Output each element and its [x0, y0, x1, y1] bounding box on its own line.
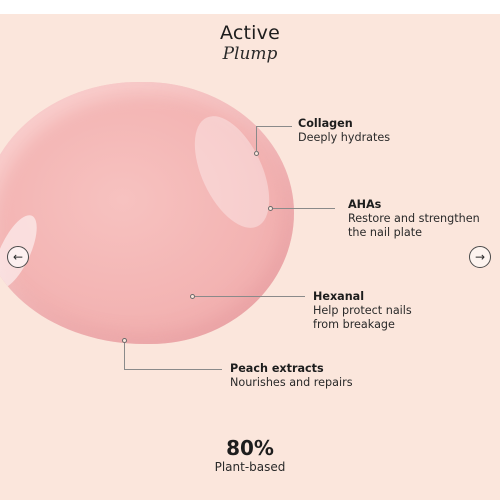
arrow-right-icon: →: [474, 250, 486, 264]
top-strip: [0, 0, 500, 14]
callout-peach: Peach extracts Nourishes and repairs: [230, 362, 353, 390]
callout-line-hexanal: [195, 296, 305, 297]
callout-title: Collagen: [298, 117, 353, 130]
stat-value: 80%: [226, 436, 274, 460]
callout-dot-ahas: [268, 206, 273, 211]
callout-title: Hexanal: [313, 290, 365, 303]
callout-collagen: Collagen Deeply hydrates: [298, 117, 390, 145]
callout-line-peach: [124, 343, 125, 369]
callout-text: Nourishes and repairs: [230, 376, 353, 389]
product-texture-image: [0, 82, 294, 344]
callout-dot-hexanal: [190, 294, 195, 299]
callout-line-ahas: [273, 208, 335, 209]
callout-dot-peach: [122, 338, 127, 343]
previous-slide-button[interactable]: ←: [7, 246, 29, 268]
callout-line-collagen: [256, 126, 292, 127]
callout-text: from breakage: [313, 318, 395, 331]
page-subtitle: Plump: [222, 44, 278, 64]
callout-text: Deeply hydrates: [298, 131, 391, 144]
callout-text: the nail plate: [348, 226, 422, 239]
stat-label: Plant-based: [214, 460, 286, 474]
callout-title: Peach extracts: [230, 362, 324, 375]
callout-hexanal: Hexanal Help protect nails from breakage: [313, 290, 412, 332]
callout-text: Restore and strengthen: [348, 212, 480, 225]
page-title: Active: [220, 22, 280, 44]
arrow-left-icon: ←: [12, 250, 24, 264]
next-slide-button[interactable]: →: [469, 246, 491, 268]
callout-title: AHAs: [348, 198, 382, 211]
callout-ahas: AHAs Restore and strengthen the nail pla…: [348, 198, 480, 240]
callout-line-peach: [124, 369, 222, 370]
callout-text: Help protect nails: [313, 304, 412, 317]
callout-line-collagen: [256, 126, 257, 152]
